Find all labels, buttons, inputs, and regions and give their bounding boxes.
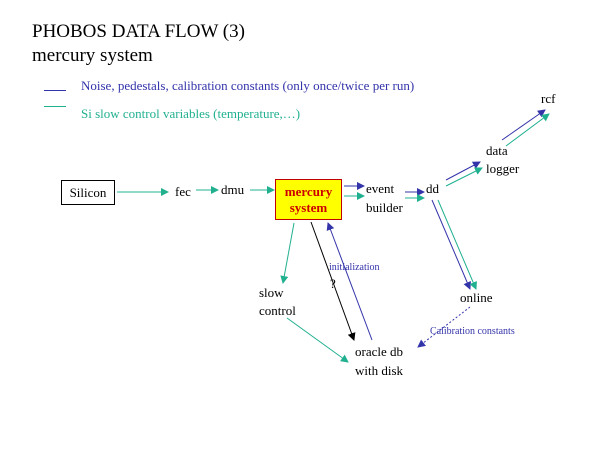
arrow-dd-online-blue — [431, 199, 471, 290]
page-subtitle: mercury system — [32, 45, 153, 66]
node-online: online — [460, 290, 493, 305]
node-dmu: dmu — [221, 182, 245, 197]
node-mercury-label: mercury — [284, 183, 333, 199]
node-oracle-line2: with disk — [355, 363, 404, 378]
node-silicon: Silicon — [61, 180, 115, 205]
node-rcf: rcf — [541, 91, 556, 106]
arrow-dd-online-teal — [437, 199, 477, 290]
label-calibration-constants: Calibration constants — [430, 326, 515, 337]
node-mercury-system: mercury system — [275, 179, 342, 220]
arrow-datalogger-rcf-blue — [501, 109, 546, 141]
node-slow-control-line2: control — [259, 303, 296, 318]
arrow-slowcontrol-oracle — [286, 317, 349, 363]
arrow-datalogger-rcf-teal — [505, 113, 550, 147]
arrow-mercury-slowcontrol — [280, 222, 295, 284]
legend-label-teal: Si slow control variables (temperature,…… — [81, 106, 301, 121]
arrow-dd-datalogger-blue — [445, 161, 481, 181]
legend-swatch-blue — [44, 90, 66, 91]
label-initialization: initialization — [329, 262, 380, 273]
arrow-online-oracle-calibration — [417, 306, 471, 348]
arrow-mercury-oracle — [310, 221, 356, 341]
legend-swatch-teal — [44, 106, 66, 107]
label-question: ? — [330, 276, 336, 291]
node-data-logger-line2: logger — [486, 161, 520, 176]
node-fec: fec — [175, 184, 191, 199]
node-dd: dd — [426, 181, 439, 196]
node-slow-control-line1: slow — [259, 285, 284, 300]
legend-label-blue: Noise, pedestals, calibration constants … — [81, 78, 415, 93]
node-data-logger-line1: data — [486, 143, 508, 158]
node-event-builder-line1: event — [366, 181, 395, 196]
node-system-label: system — [289, 199, 328, 215]
node-oracle-line1: oracle db — [355, 344, 404, 359]
arrow-oracle-mercury-init — [326, 222, 373, 341]
arrow-dd-datalogger-teal — [445, 167, 483, 187]
page-title: PHOBOS DATA FLOW (3) — [32, 21, 245, 42]
node-event-builder-line2: builder — [366, 200, 403, 215]
